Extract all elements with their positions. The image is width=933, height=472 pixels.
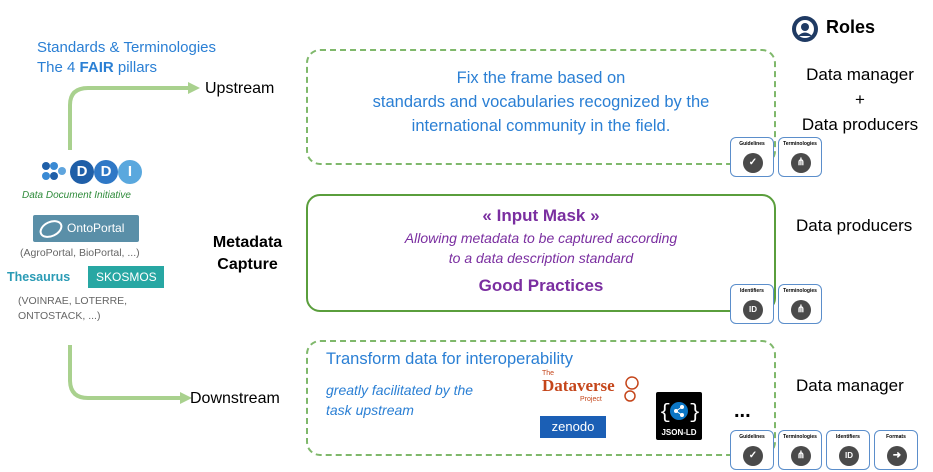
badge-terminologies-upstream: Terminologies ⋔ [778,137,822,177]
capture-title: « Input Mask » [482,206,600,225]
label-metadata-capture: Metadata Capture [195,232,300,276]
ontoportal-ring-icon [39,220,63,238]
dataverse-label: Dataverse [542,376,615,395]
role-data-manager-upstream: Data manager [806,65,914,84]
badge-label: Terminologies [783,141,817,147]
ontoportal-examples: (AgroPortal, BioPortal, ...) [20,247,140,259]
thesaurus-examples: (VOINRAE, LOTERRE, ONTOSTACK, ...) [18,294,127,324]
roles-title: Roles [826,17,876,37]
thesaurus-examples-line2: ONTOSTACK, ...) [18,310,101,322]
label-downstream: Downstream [190,390,280,407]
header-line2: The 4 FAIR pillars [37,58,216,78]
badge-label: Identifiers [836,434,860,440]
ddi-caption: Data Document Initiative [22,190,131,201]
more-ellipsis: ... [734,400,751,422]
thesaurus-label: Thesaurus [7,270,71,284]
downstream-arrow [68,345,180,400]
downstream-line2: task upstream [326,402,414,418]
upstream-line1: Fix the frame based on [456,69,626,87]
header-line2-suffix: pillars [113,59,158,76]
id-icon: ID [839,446,859,466]
downstream-box [306,340,776,456]
upstream-arrowhead [188,82,200,94]
dataverse-project: Project [580,396,602,403]
badge-terminologies-downstream: Terminologies ⋔ [778,430,822,470]
role-plus: + [855,90,865,109]
dataverse-swirl-icon [624,376,639,402]
thesaurus-examples-line1: (VOINRAE, LOTERRE, [18,295,128,307]
zenodo-label: zenodo [551,419,595,434]
dataverse-logo: The Dataverse Project [540,370,640,414]
checklist-icon: ✓ [743,446,763,466]
upstream-arrow [68,86,188,150]
skosmos-label: SKOSMOS [96,270,157,284]
hierarchy-icon: ⋔ [791,446,811,466]
capture-line1: Allowing metadata to be captured accordi… [404,230,678,246]
capture-line2: Capture [217,256,278,273]
label-upstream: Upstream [205,80,275,97]
downstream-line1: greatly facilitated by the [326,382,474,398]
ddi-dots-icon [42,162,66,180]
badge-guidelines-upstream: Guidelines ✓ [730,137,774,177]
downstream-subtitle: greatly facilitated by the task upstream [326,380,473,420]
upstream-box [306,49,776,165]
role-data-producers-upstream: Data producers [801,115,919,134]
header-line1: Standards & Terminologies [37,39,216,56]
badge-terminologies-capture: Terminologies ⋔ [778,284,822,324]
badge-label: Guidelines [739,434,765,440]
capture-box [306,194,776,312]
hierarchy-icon: ⋔ [791,153,811,173]
downstream-arrowhead [180,392,192,404]
svg-text:}: } [689,402,701,425]
badge-identifiers-downstream: Identifiers ID [826,430,870,470]
badge-label: Formats [886,434,906,440]
badge-label: Terminologies [783,288,817,294]
badge-label: Terminologies [783,434,817,440]
upstream-line3: international community in the field. [411,117,671,135]
downstream-title: Transform data for interoperability [326,350,573,368]
role-data-producers-capture: Data producers [796,216,913,235]
id-icon: ID [743,300,763,320]
role-data-manager-downstream: Data manager [796,376,904,395]
capture-line1: Metadata [212,234,283,251]
capture-line2: to a data description standard [448,250,634,266]
header-line2-prefix: The 4 [37,59,80,76]
badge-label: Guidelines [739,141,765,147]
jsonld-label: JSON-LD [661,428,697,437]
skosmos-logo: SKOSMOS [88,266,164,288]
badge-label: Identifiers [740,288,764,294]
badge-guidelines-downstream: Guidelines ✓ [730,430,774,470]
ontoportal-label: OntoPortal [67,221,125,235]
dataverse-the: The [542,370,555,377]
badge-identifiers-capture: Identifiers ID [730,284,774,324]
ontoportal-logo: OntoPortal [33,215,139,242]
capture-footer: Good Practices [478,276,604,295]
upstream-text: Fix the frame based on standards and voc… [306,66,776,138]
header-title: Standards & Terminologies The 4 FAIR pil… [37,38,216,78]
capture-text: « Input Mask » Allowing metadata to be c… [306,204,776,298]
jsonld-logo: { } JSON-LD [656,392,702,440]
jsonld-graph-icon: { } [659,402,701,425]
upstream-line2: standards and vocabularies recognized by… [372,93,710,111]
hierarchy-icon: ⋔ [791,300,811,320]
zenodo-logo: zenodo [540,416,606,438]
roles-gear-icon [792,16,818,42]
roles-upstream: Data manager + Data producers [780,62,933,137]
badge-formats-downstream: Formats ➜ [874,430,918,470]
header-fair: FAIR [79,59,114,76]
document-arrow-icon: ➜ [887,446,907,466]
checklist-icon: ✓ [743,153,763,173]
svg-text:{: { [659,402,671,425]
